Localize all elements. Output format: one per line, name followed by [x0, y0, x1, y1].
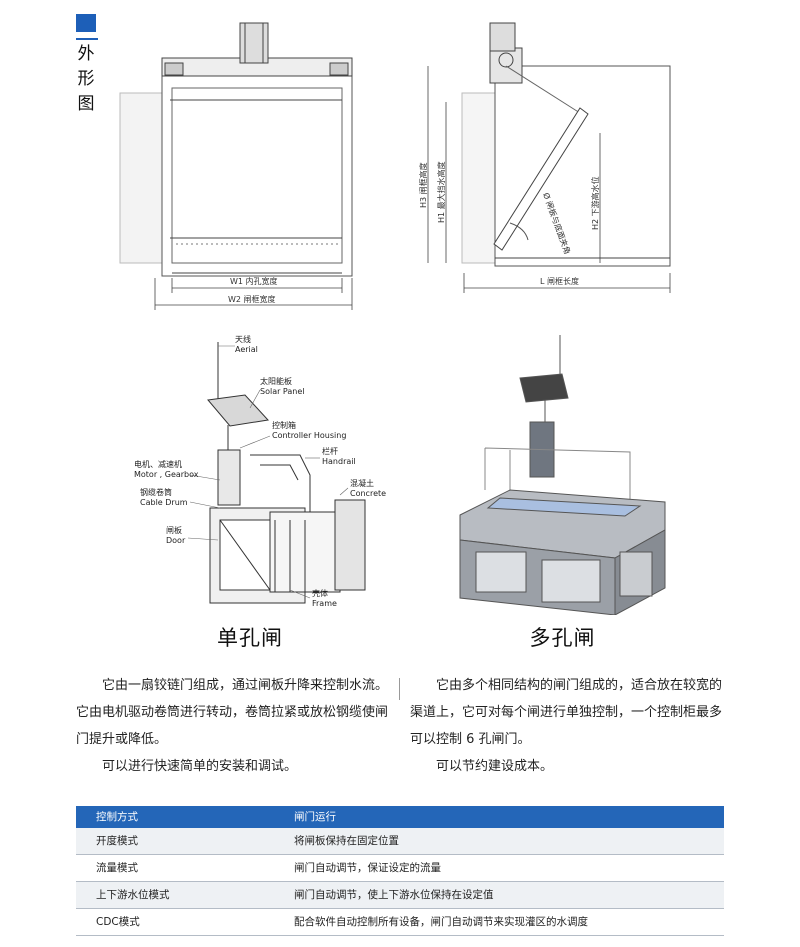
- label-concrete-cn: 混凝土: [350, 478, 374, 488]
- table-cell: 流量模式: [76, 854, 274, 882]
- label-drum-en: Cable Drum: [140, 498, 188, 507]
- label-door-en: Door: [166, 536, 186, 545]
- label-aerial-en: Aerial: [235, 345, 258, 354]
- label-solar-en: Solar Panel: [260, 387, 305, 396]
- control-mode-table: 控制方式 闸门运行 开度模式 将闸板保持在固定位置 流量模式 闸门自动调节，保证…: [76, 806, 724, 936]
- label-drum-cn: 钢缆卷筒: [140, 487, 172, 497]
- section-accent-line: [76, 38, 98, 40]
- front-dimensions: [154, 278, 353, 310]
- table-cell: CDC模式: [76, 908, 274, 936]
- multi-gate-description: 它由多个相同结构的闸门组成的，适合放在较宽的渠道上，它可对每个闸进行单独控制，一…: [410, 672, 724, 780]
- section-accent-bar: [76, 14, 96, 32]
- table-cell: 开度模式: [76, 827, 274, 855]
- header-gate-operation: 闸门运行: [274, 806, 724, 828]
- table-cell: 闸门自动调节，使上下游水位保持在设定值: [274, 881, 724, 909]
- dim-w1: W1 内孔宽度: [230, 276, 278, 286]
- table-row: 流量模式 闸门自动调节，保证设定的流量: [76, 854, 724, 882]
- single-gate-svg: 天线 Aerial 太阳能板 Solar Panel 控制箱 Controlle…: [134, 334, 386, 608]
- dim-l: L 闸框长度: [540, 276, 579, 286]
- column-divider: [399, 678, 400, 700]
- multi-gate-svg: [459, 335, 666, 616]
- single-gate-description: 它由一扇铰链门组成，通过闸板升降来控制水流。它由电机驱动卷筒进行转动，卷筒拉紧或…: [76, 672, 398, 780]
- label-concrete-en: Concrete: [350, 489, 386, 498]
- single-gate-heading: 单孔闸: [217, 626, 283, 650]
- table-cell: 将闸板保持在固定位置: [274, 827, 724, 855]
- section-title-char-2: 形: [77, 69, 95, 89]
- label-aerial-cn: 天线: [235, 334, 251, 344]
- label-motor-en: Motor , Gearbox: [134, 470, 199, 479]
- multi-gate-illustration: [450, 330, 675, 616]
- dim-w2: W2 闸框宽度: [228, 294, 276, 304]
- single-gate-para-1: 它由一扇铰链门组成，通过闸板升降来控制水流。它由电机驱动卷筒进行转动，卷筒拉紧或…: [76, 678, 389, 747]
- table-header-row: 控制方式 闸门运行: [76, 806, 724, 828]
- multi-gate-para-2: 可以节约建设成本。: [436, 759, 554, 774]
- front-view: [119, 22, 353, 277]
- label-ctrl-cn: 控制箱: [272, 420, 296, 430]
- section-title-char-1: 外: [77, 44, 95, 64]
- label-rail-cn: 栏杆: [322, 446, 338, 456]
- dim-h1: H1 最大挡水高度: [436, 161, 446, 223]
- label-motor-cn: 电机、减速机: [134, 459, 182, 469]
- label-rail-en: Handrail: [322, 457, 356, 466]
- table-cell: 闸门自动调节，保证设定的流量: [274, 854, 724, 882]
- side-dimensions: [427, 66, 671, 293]
- section-title-char-3: 图: [77, 94, 95, 114]
- dim-h2: H2 下游高水位: [590, 176, 600, 230]
- single-gate-illustration: 天线 Aerial 太阳能板 Solar Panel 控制箱 Controlle…: [110, 330, 390, 615]
- dim-h3: H3 闸框高度: [418, 162, 428, 208]
- label-solar-cn: 太阳能板: [260, 376, 292, 386]
- outline-drawing: W1 内孔宽度 W2 闸框宽度 H3 闸框高度 H1 最大挡水高度 H2 下游高…: [110, 18, 690, 318]
- table-cell: 配合软件自动控制所有设备，闸门自动调节来实现灌区的水调度: [274, 908, 724, 936]
- single-gate-para-2: 可以进行快速简单的安装和调试。: [102, 759, 298, 774]
- label-frame-en: Frame: [312, 599, 337, 608]
- label-door-cn: 闸板: [166, 525, 182, 535]
- multi-gate-heading: 多孔闸: [529, 626, 596, 650]
- table-row: 开度模式 将闸板保持在固定位置: [76, 827, 724, 855]
- table-cell: 上下游水位模式: [76, 881, 274, 909]
- outline-drawing-svg: W1 内孔宽度 W2 闸框宽度 H3 闸框高度 H1 最大挡水高度 H2 下游高…: [119, 22, 671, 310]
- header-control-mode: 控制方式: [76, 806, 274, 828]
- section-mark: 外 形 图: [76, 14, 98, 115]
- table-row: CDC模式 配合软件自动控制所有设备，闸门自动调节来实现灌区的水调度: [76, 908, 724, 936]
- label-ctrl-en: Controller Housing: [272, 431, 346, 440]
- side-view: [461, 22, 671, 267]
- table-row: 上下游水位模式 闸门自动调节，使上下游水位保持在设定值: [76, 881, 724, 909]
- label-frame-cn: 壳体: [312, 588, 328, 598]
- multi-gate-para-1: 它由多个相同结构的闸门组成的，适合放在较宽的渠道上，它可对每个闸进行单独控制，一…: [410, 678, 723, 747]
